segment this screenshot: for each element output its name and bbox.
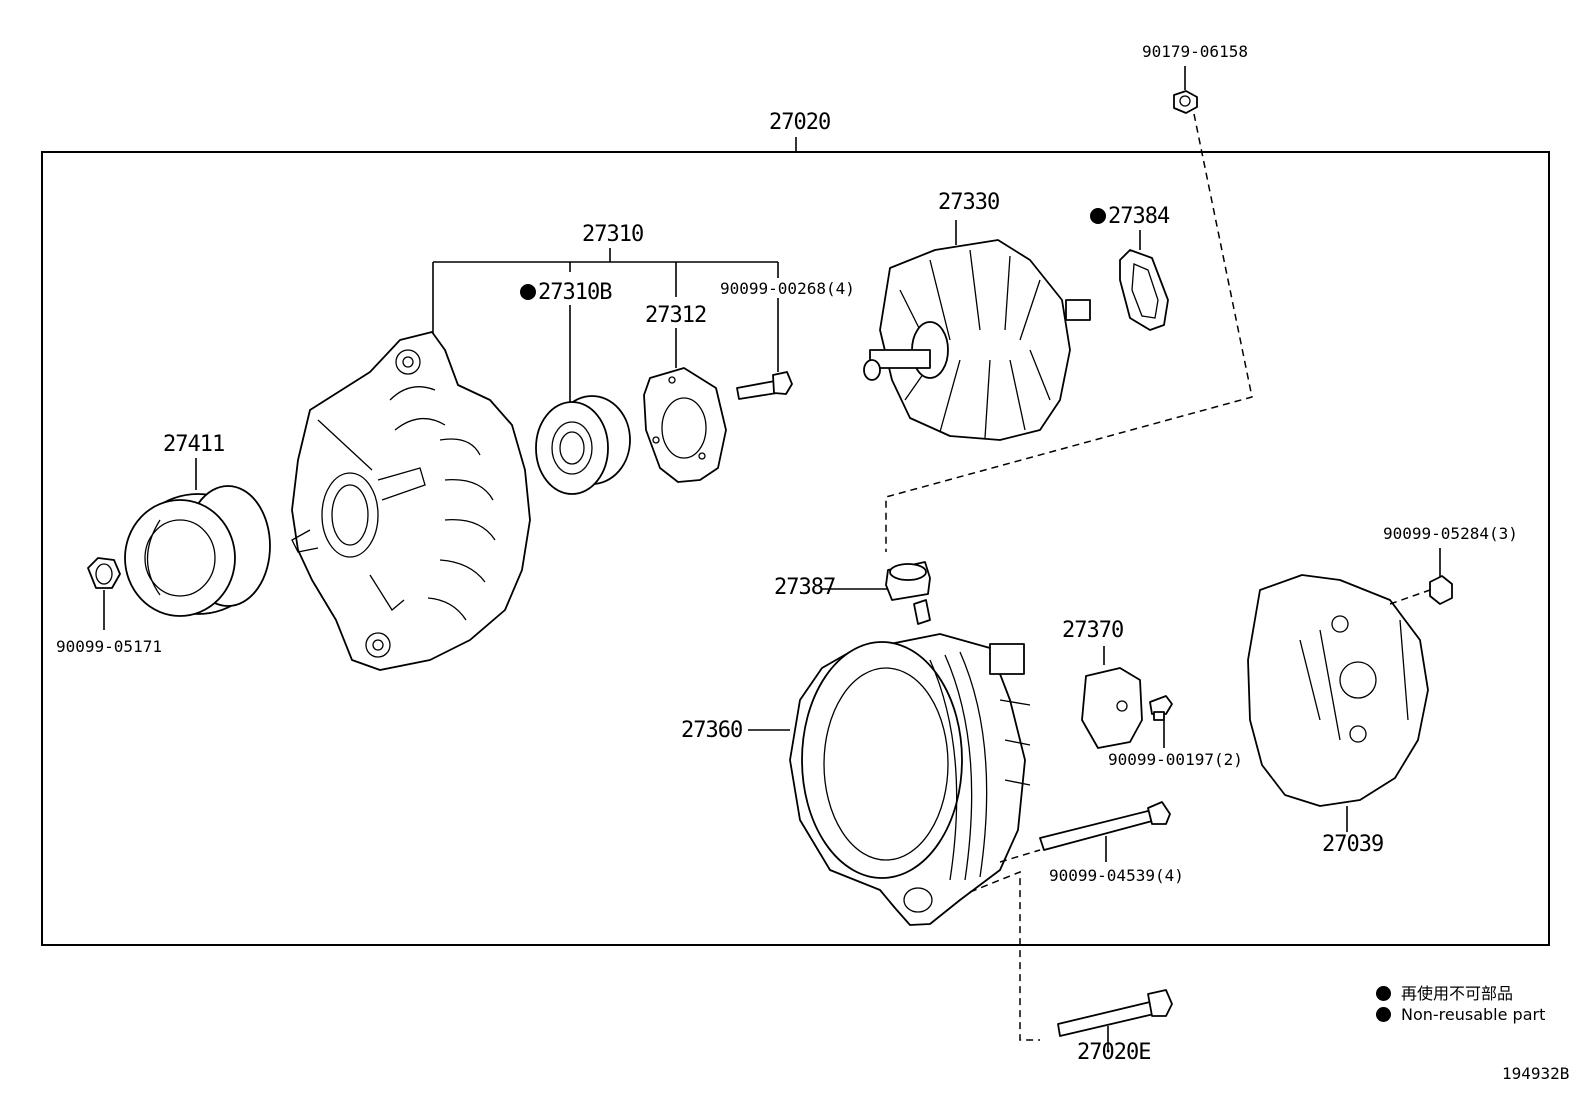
label-27020: 27020 bbox=[769, 110, 831, 135]
legend-dot-icon bbox=[1376, 1007, 1391, 1022]
bearing-27310B bbox=[535, 395, 631, 495]
dashed-leader-04539 bbox=[999, 849, 1041, 863]
nut-90179-06158 bbox=[1173, 66, 1198, 114]
non-reusable-dot-27310B bbox=[520, 284, 536, 300]
bolt-90099-00268 bbox=[736, 371, 793, 400]
stator-frame-27360 bbox=[748, 633, 1031, 926]
label-27384: 27384 bbox=[1090, 204, 1170, 229]
dashed-leader-90179 bbox=[885, 113, 1253, 552]
label-90179-06158: 90179-06158 bbox=[1142, 42, 1248, 61]
label-27020E: 27020E bbox=[1077, 1040, 1151, 1065]
label-90099-05171: 90099-05171 bbox=[56, 637, 162, 656]
legend-english-text: Non-reusable part bbox=[1401, 1005, 1546, 1024]
pulley-27411 bbox=[124, 458, 271, 617]
figure-id: 194932B bbox=[1502, 1064, 1570, 1083]
leader-27310 bbox=[432, 248, 779, 333]
label-27310B: 27310B bbox=[520, 280, 612, 305]
label-27387: 27387 bbox=[774, 575, 836, 600]
rotor-27330 bbox=[863, 220, 1091, 441]
label-90099-05284: 90099-05284(3) bbox=[1383, 524, 1518, 543]
legend-japanese-text: 再使用不可部品 bbox=[1401, 984, 1514, 1003]
label-27310: 27310 bbox=[582, 222, 644, 247]
rear-cover-27039 bbox=[1247, 574, 1429, 832]
brush-holder-27370 bbox=[1081, 646, 1143, 749]
nut-90099-05284 bbox=[1429, 548, 1453, 605]
bolt-27020E bbox=[1057, 989, 1173, 1050]
label-27384-text: 27384 bbox=[1108, 204, 1170, 229]
nut-90099-05171 bbox=[87, 557, 121, 630]
legend-japanese: 再使用不可部品 bbox=[1376, 980, 1513, 1004]
label-27330: 27330 bbox=[938, 190, 1000, 215]
retainer-27312 bbox=[643, 367, 727, 483]
grommet-27387 bbox=[822, 561, 931, 625]
screw-90099-00197 bbox=[1149, 695, 1173, 748]
bolt-90099-04539 bbox=[1039, 801, 1171, 862]
dashed-leader-27020E bbox=[969, 870, 1040, 1041]
drive-end-frame-27310 bbox=[291, 331, 531, 671]
label-27312: 27312 bbox=[645, 303, 707, 328]
gasket-27384 bbox=[1119, 230, 1169, 331]
legend-english: Non-reusable part bbox=[1376, 1005, 1545, 1024]
non-reusable-dot-27384 bbox=[1090, 208, 1106, 224]
label-90099-00268: 90099-00268(4) bbox=[720, 279, 855, 298]
label-27039: 27039 bbox=[1322, 832, 1384, 857]
legend-dot-icon bbox=[1376, 986, 1391, 1001]
label-90099-00197: 90099-00197(2) bbox=[1108, 750, 1243, 769]
label-27310B-text: 27310B bbox=[538, 280, 612, 305]
label-90099-04539: 90099-04539(4) bbox=[1049, 866, 1184, 885]
label-27370: 27370 bbox=[1062, 618, 1124, 643]
label-27411: 27411 bbox=[163, 432, 225, 457]
label-27360: 27360 bbox=[681, 718, 743, 743]
dashed-leader-05284 bbox=[1389, 589, 1431, 605]
